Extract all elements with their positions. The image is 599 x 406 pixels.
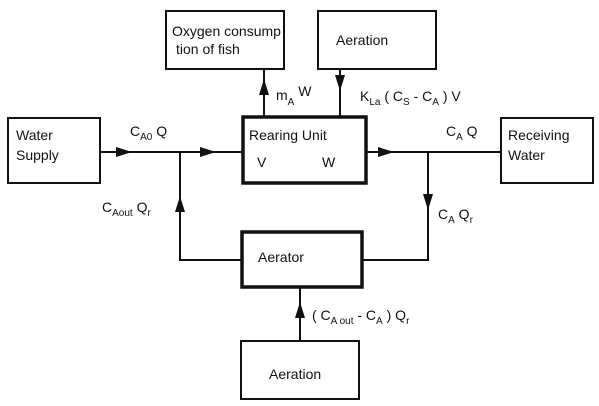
feed-arrow: [200, 147, 216, 157]
outflow-arrow: [378, 147, 394, 157]
aerator-transfer-label: ( CA out - CA ) Qr: [312, 307, 410, 327]
recycle-down-arrow: [423, 194, 433, 210]
inflow-arrow: [116, 147, 132, 157]
receiving-water-box: [500, 117, 594, 184]
water-supply-label-2: Supply: [16, 147, 59, 163]
receiving-water-label-1: Receiving: [508, 127, 569, 143]
rearing-unit-box: [241, 115, 368, 185]
aeration-top-label: Aeration: [336, 32, 388, 48]
water-supply-label-1: Water: [16, 127, 53, 143]
fish-consumption-arrow: [259, 79, 269, 95]
recycle-return-label: CAout Qr: [102, 199, 151, 219]
recycle-out-label: CA Qr: [438, 206, 474, 226]
receiving-water-label-2: Water: [508, 147, 545, 163]
aeration-down-arrow: [335, 75, 345, 91]
connection-lines: [100, 69, 501, 341]
oxygen-consumption-label-1: Oxygen consump: [172, 23, 281, 39]
water-supply-box: [7, 117, 101, 184]
aeration-transfer-label: KLa ( CS - CA ) V: [360, 88, 461, 108]
arrowheads: [116, 75, 433, 318]
rearing-unit-volume: V: [257, 154, 267, 170]
aeration-up-arrow: [295, 302, 305, 318]
inflow-label: CA0 Q: [130, 123, 167, 143]
aeration-top-box: [317, 10, 437, 70]
oxygen-consumption-box: [165, 10, 285, 70]
rearing-unit-title: Rearing Unit: [249, 127, 327, 143]
oxygen-consumption-label-2: tion of fish: [176, 41, 240, 57]
aeration-bottom-label: Aeration: [269, 366, 321, 382]
recycle-up-arrow: [175, 196, 185, 212]
rearing-unit-weight: W: [322, 154, 336, 170]
fish-consumption-label: mA W: [276, 83, 312, 108]
outflow-label: CA Q: [446, 123, 478, 143]
aerator-label: Aerator: [258, 249, 304, 265]
